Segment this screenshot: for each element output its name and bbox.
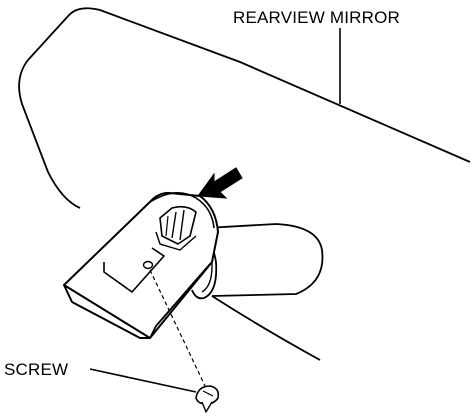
mount-cover-bottom bbox=[63, 284, 150, 339]
rearview-mirror-label: REARVIEW MIRROR bbox=[233, 8, 401, 27]
arrow-left-down-icon bbox=[197, 167, 243, 199]
clip-line-2 bbox=[179, 209, 185, 241]
mount-clip bbox=[159, 205, 197, 245]
screw bbox=[195, 385, 220, 413]
screw-shank bbox=[201, 401, 213, 413]
clip-line-1 bbox=[171, 211, 177, 239]
mirror-lower-edge bbox=[211, 295, 321, 361]
clip-line-3 bbox=[165, 215, 169, 237]
screw-label: SCREW bbox=[4, 360, 69, 379]
mirror-body-outline bbox=[18, 7, 471, 209]
screw-slot bbox=[202, 390, 214, 397]
clip-edge bbox=[155, 231, 197, 251]
mirror-stem bbox=[205, 223, 324, 297]
screw-hole bbox=[142, 260, 154, 270]
screw-leader-line bbox=[89, 368, 197, 393]
cover-top-rim bbox=[149, 192, 215, 229]
screw-head bbox=[195, 385, 220, 405]
cover-slot bbox=[103, 247, 165, 293]
screw-alignment-line bbox=[149, 269, 207, 389]
mount-cover-side bbox=[149, 263, 211, 339]
